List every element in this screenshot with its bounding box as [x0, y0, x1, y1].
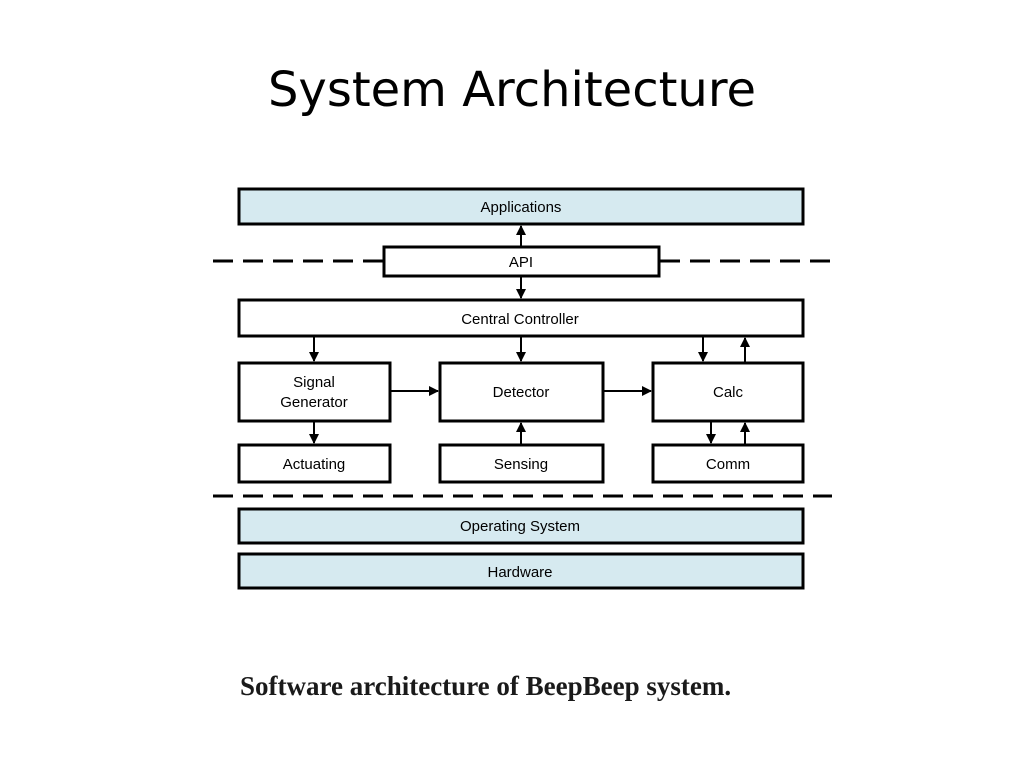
api-label: API [509, 254, 533, 271]
sensing-label: Sensing [494, 456, 548, 473]
detector-label: Detector [493, 384, 550, 401]
calc-label: Calc [713, 384, 744, 401]
actuating-box: Actuating [237, 443, 392, 484]
hardware-label: Hardware [487, 564, 552, 581]
signal-generator-label-line2: Generator [280, 394, 348, 411]
actuating-label: Actuating [283, 456, 346, 473]
figure-caption: Software architecture of BeepBeep system… [240, 671, 732, 701]
comm-label: Comm [706, 456, 750, 473]
comm-box: Comm [651, 443, 805, 484]
hardware-layer: Hardware [237, 552, 805, 590]
applications-layer: Applications [237, 187, 805, 226]
slide-title: System Architecture [267, 62, 757, 118]
signal-generator-box: Signal Generator [237, 361, 392, 423]
central-controller-label: Central Controller [461, 311, 579, 328]
signal-generator-label-line1: Signal [293, 374, 335, 391]
central-controller-box: Central Controller [237, 298, 805, 338]
calc-box: Calc [651, 361, 805, 423]
applications-label: Applications [481, 199, 562, 216]
operating-system-layer: Operating System [237, 507, 805, 545]
operating-system-label: Operating System [460, 518, 580, 535]
connector-arrows [309, 225, 750, 444]
sensing-box: Sensing [438, 443, 605, 484]
detector-box: Detector [438, 361, 605, 423]
api-box: API [382, 245, 661, 278]
